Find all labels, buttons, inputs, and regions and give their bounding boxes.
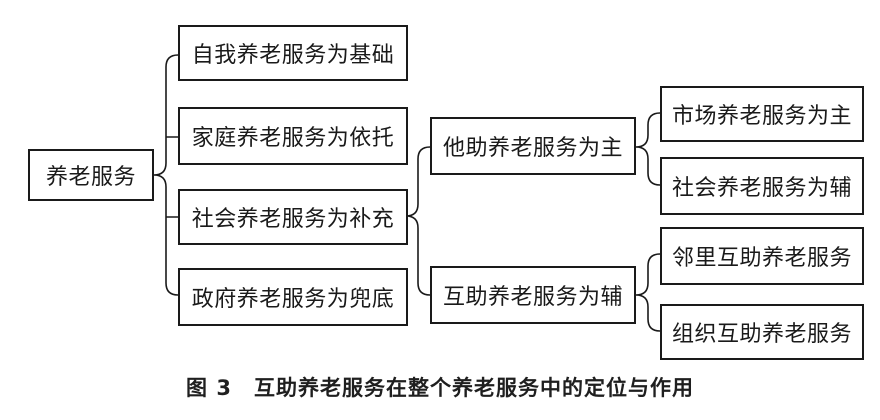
organization-mutual-label: 组织互助养老服务 xyxy=(671,322,852,347)
mutual-help-label: 互助养老服务为辅 xyxy=(442,285,623,310)
social-aux-box: 社会养老服务为辅 xyxy=(660,157,864,215)
social-care-label: 社会养老服务为补充 xyxy=(191,207,395,232)
self-care-box: 自我养老服务为基础 xyxy=(178,25,408,81)
social-care-box: 社会养老服务为补充 xyxy=(178,189,408,245)
government-care-box: 政府养老服务为兜底 xyxy=(178,268,408,326)
self-care-label: 自我养老服务为基础 xyxy=(191,43,395,68)
organization-mutual-box: 组织互助养老服务 xyxy=(660,304,864,360)
brace-mutual-to-level3 xyxy=(635,253,661,332)
neighbor-mutual-box: 邻里互助养老服务 xyxy=(660,227,864,285)
figure-caption: 图 3 互助养老服务在整个养老服务中的定位与作用 xyxy=(186,376,694,400)
market-care-box: 市场养老服务为主 xyxy=(660,86,864,142)
brace-otherhelp-to-level3 xyxy=(635,112,661,186)
root-label: 养老服务 xyxy=(45,165,136,190)
family-care-label: 家庭养老服务为依托 xyxy=(191,126,395,151)
other-help-label: 他助养老服务为主 xyxy=(442,136,623,161)
family-care-box: 家庭养老服务为依托 xyxy=(178,107,408,165)
market-care-label: 市场养老服务为主 xyxy=(671,104,852,129)
mutual-help-box: 互助养老服务为辅 xyxy=(430,266,636,324)
government-care-label: 政府养老服务为兜底 xyxy=(191,287,395,312)
social-aux-label: 社会养老服务为辅 xyxy=(671,176,852,201)
brace-root-to-level1 xyxy=(153,54,179,296)
other-help-box: 他助养老服务为主 xyxy=(430,117,636,175)
root-box: 养老服务 xyxy=(28,149,154,201)
brace-social-to-level2 xyxy=(405,146,431,296)
neighbor-mutual-label: 邻里互助养老服务 xyxy=(671,246,852,271)
